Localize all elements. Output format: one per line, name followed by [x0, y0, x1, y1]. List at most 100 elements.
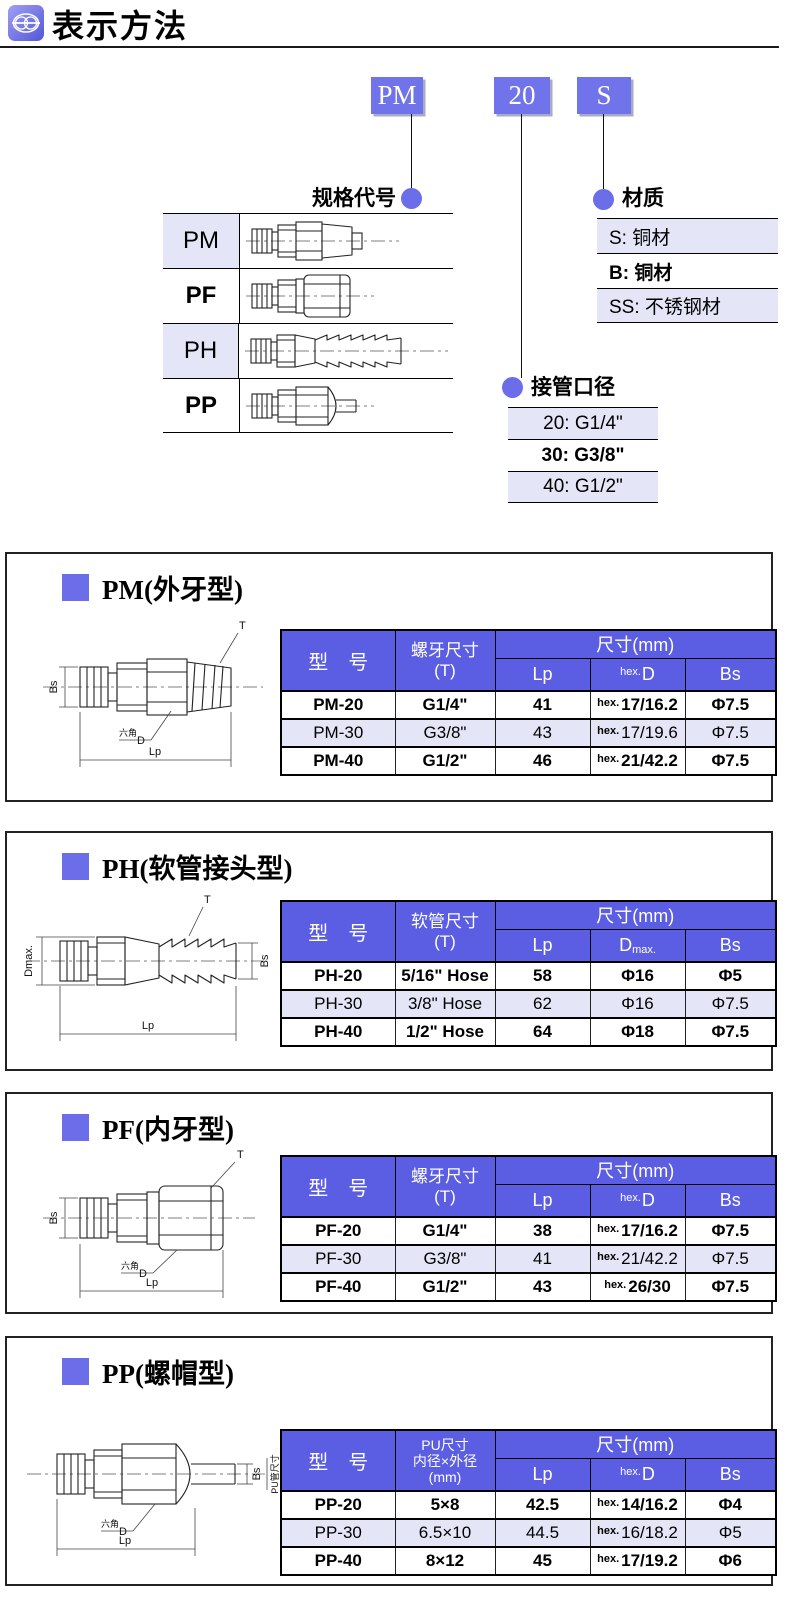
col-header-dimensions: 尺寸(mm) — [494, 1429, 777, 1459]
cell-lp: 41 — [494, 690, 591, 720]
cell-spec: 6.5×10 — [394, 1518, 496, 1548]
spec-code: PF — [163, 269, 240, 323]
material-option: B: 铜材 — [597, 253, 778, 288]
col-header-lp: Lp — [494, 928, 591, 963]
material-options: S: 铜材 B: 铜材 SS: 不锈钢材 — [597, 218, 778, 323]
col-header-thread-size: 螺牙尺寸(T) — [394, 629, 496, 692]
svg-text:六角: 六角 — [119, 727, 137, 738]
cell-spec: G1/4" — [394, 1216, 496, 1246]
cell-lp: 42.5 — [494, 1490, 591, 1520]
svg-text:Bs: Bs — [48, 1211, 60, 1224]
cell-lp: 44.5 — [494, 1518, 591, 1548]
cell-d: hex.26/30 — [589, 1272, 686, 1302]
col-header-dimensions: 尺寸(mm) — [494, 900, 777, 930]
pp-spec-table: 型 号 PU尺寸内径×外径(mm) 尺寸(mm) Lp hex.D Bs PP-… — [280, 1429, 778, 1576]
cell-bs: Φ6 — [684, 1546, 777, 1576]
cell-bs: Φ5 — [684, 961, 777, 991]
cell-spec: G1/2" — [394, 746, 496, 776]
table-row: PM-40 G1/2" 46 hex.21/42.2 Φ7.5 — [280, 746, 777, 776]
col-header-model: 型 号 — [280, 629, 396, 692]
svg-text:Lp: Lp — [149, 746, 161, 758]
svg-text:Bs: Bs — [251, 1467, 263, 1480]
col-header-bs: Bs — [684, 1183, 777, 1218]
spec-code: PP — [163, 379, 240, 432]
col-header-lp: Lp — [494, 1457, 591, 1492]
material-label: 材质 — [622, 187, 664, 210]
cell-model: PP-40 — [280, 1546, 396, 1576]
table-row: PF-20 G1/4" 38 hex.17/16.2 Φ7.5 — [280, 1216, 777, 1246]
cell-model: PH-30 — [280, 989, 396, 1019]
pm-dimension-drawing: Bs T 六角 D Lp — [25, 599, 280, 794]
port-size-option: 40: G1/2" — [508, 471, 658, 503]
ph-dimension-drawing: Dmax. T Bs Lp — [12, 873, 277, 1068]
cell-bs: Φ7.5 — [684, 1017, 777, 1047]
cell-lp: 38 — [494, 1216, 591, 1246]
cell-model: PF-30 — [280, 1244, 396, 1274]
cell-d: hex.17/16.2 — [589, 1216, 686, 1246]
svg-text:Bs: Bs — [259, 954, 271, 967]
material-option: SS: 不锈钢材 — [597, 288, 778, 323]
svg-text:Lp: Lp — [142, 1020, 154, 1032]
cell-lp: 46 — [494, 746, 591, 776]
col-header-hex-d: hex.D — [589, 1457, 686, 1492]
cell-model: PP-30 — [280, 1518, 396, 1548]
table-row: PP-40 8×12 45 hex.17/19.2 Φ6 — [280, 1546, 777, 1576]
cell-d: hex.17/16.2 — [589, 690, 686, 720]
svg-text:六角: 六角 — [101, 1518, 119, 1529]
designation-material-box: S — [577, 77, 631, 114]
cell-bs: Φ7.5 — [684, 746, 777, 776]
port-size-label: 接管口径 — [531, 376, 615, 399]
table-row: PP-30 6.5×10 44.5 hex.16/18.2 Φ5 — [280, 1518, 777, 1548]
svg-text:D: D — [139, 1268, 147, 1280]
spec-code: PM — [163, 214, 240, 268]
port-size-option: 30: G3/8" — [508, 439, 658, 471]
section-bullet-icon — [62, 1114, 89, 1141]
svg-text:Bs: Bs — [48, 680, 60, 693]
spec-code: PH — [163, 324, 239, 378]
section-bullet-icon — [62, 1358, 89, 1385]
cell-d: Φ16 — [589, 961, 686, 991]
pf-dimension-drawing: Bs T 六角 D Lp — [25, 1132, 280, 1322]
svg-text:D: D — [119, 1526, 127, 1538]
material-bullet-icon — [593, 189, 614, 210]
ph-spec-table: 型 号 软管尺寸(T) 尺寸(mm) Lp Dmax. Bs PH-20 5/1… — [280, 900, 778, 1047]
cell-bs: Φ7.5 — [684, 1244, 777, 1274]
cell-lp: 45 — [494, 1546, 591, 1576]
cell-spec: 5/16" Hose — [394, 961, 496, 991]
cell-lp: 43 — [494, 1272, 591, 1302]
section-ph: PH(软管接头型) Dmax. T Bs — [5, 831, 778, 1071]
cell-model: PH-20 — [280, 961, 396, 991]
spec-code-table: PM PF — [163, 213, 453, 433]
section-ph-title: PH(软管接头型) — [62, 847, 292, 886]
cell-d: hex.17/19.6 — [589, 718, 686, 748]
spec-code-row-ph: PH — [163, 323, 453, 378]
section-bullet-icon — [62, 574, 89, 601]
cell-spec: G3/8" — [394, 718, 496, 748]
cell-bs: Φ7.5 — [684, 718, 777, 748]
connector-line-code — [411, 114, 412, 189]
cell-bs: Φ7.5 — [684, 690, 777, 720]
table-row: PM-20 G1/4" 41 hex.17/16.2 Φ7.5 — [280, 690, 777, 720]
spec-code-bullet-icon — [401, 188, 422, 209]
pp-fitting-icon — [240, 379, 453, 432]
spec-code-label: 规格代号 — [312, 187, 396, 210]
col-header-model: 型 号 — [280, 1429, 396, 1492]
page-title: 表示方法 — [52, 8, 189, 44]
pm-fitting-icon — [240, 214, 453, 268]
col-header-model: 型 号 — [280, 1155, 396, 1218]
col-header-hex-d: hex.D — [589, 657, 686, 692]
cell-spec: G3/8" — [394, 1244, 496, 1274]
svg-text:T: T — [239, 620, 246, 632]
table-row: PF-30 G3/8" 41 hex.21/42.2 Φ7.5 — [280, 1244, 777, 1274]
col-header-dmax: Dmax. — [589, 928, 686, 963]
svg-text:T: T — [204, 894, 211, 906]
cell-lp: 41 — [494, 1244, 591, 1274]
cell-lp: 64 — [494, 1017, 591, 1047]
spec-code-row-pm: PM — [163, 213, 453, 268]
spec-code-row-pp: PP — [163, 378, 453, 433]
svg-text:D: D — [137, 735, 145, 747]
designation-code-box: PM — [371, 77, 423, 114]
svg-text:PU管尺寸: PU管尺寸 — [269, 1454, 280, 1494]
cell-model: PM-20 — [280, 690, 396, 720]
